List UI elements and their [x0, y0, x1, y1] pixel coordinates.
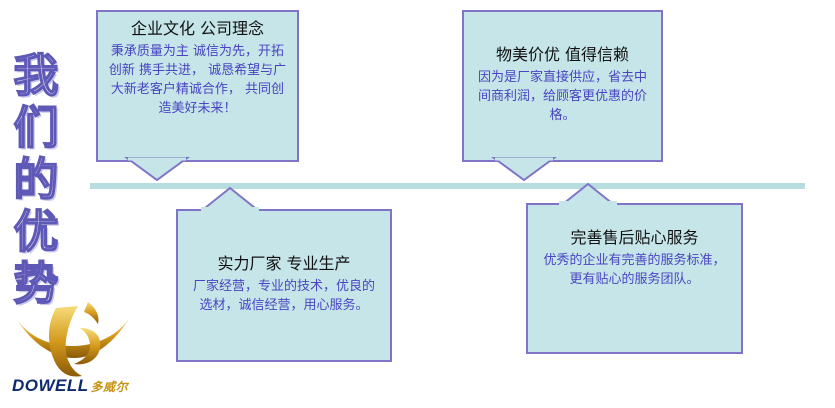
- title-char: 我: [13, 49, 60, 103]
- card-pointer-cover: [559, 201, 617, 207]
- title-char: 优: [13, 205, 60, 259]
- card-pointer-down: [490, 157, 558, 182]
- timeline-bar: [90, 183, 805, 189]
- card-factory: 实力厂家 专业生产 厂家经营，专业的技术，优良的选材，诚信经营，用心服务。: [176, 209, 392, 362]
- title-char: 势: [13, 257, 60, 311]
- card-heading: 完善售后贴心服务: [570, 228, 699, 247]
- card-heading: 企业文化 公司理念: [130, 19, 265, 38]
- logo-cn-text: 多威尔: [90, 380, 129, 394]
- card-service: 完善售后贴心服务 优秀的企业有完善的服务标准，更有贴心的服务团队。: [526, 203, 743, 354]
- logo-name-text: DOWELL: [12, 376, 89, 395]
- card-body: 秉承质量为主 诚信为先，开拓创新 携手共进， 诚恳希望与广大新老客户精诚合作， …: [108, 44, 287, 116]
- card-culture: 企业文化 公司理念 秉承质量为主 诚信为先，开拓创新 携手共进， 诚恳希望与广大…: [96, 10, 299, 162]
- title-char: 们: [13, 101, 60, 155]
- card-heading: 实力厂家 专业生产: [217, 254, 351, 273]
- card-body: 因为是厂家直接供应，省去中间商利润，给顾客更优惠的价格。: [477, 70, 647, 123]
- card-body: 优秀的企业有完善的服务标准，更有贴心的服务团队。: [543, 253, 726, 287]
- vertical-title: 我 们 的 优 势: [8, 49, 64, 311]
- card-value: 物美价优 值得信赖 因为是厂家直接供应，省去中间商利润，给顾客更优惠的价格。: [462, 10, 663, 162]
- card-pointer-cover: [201, 207, 259, 213]
- title-char: 的: [13, 153, 60, 207]
- card-heading: 物美价优 值得信赖: [495, 45, 630, 64]
- card-body: 厂家经营，专业的技术，优良的选材，诚信经营，用心服务。: [192, 279, 375, 313]
- logo-emblem: [16, 302, 132, 377]
- card-pointer-down: [123, 157, 191, 182]
